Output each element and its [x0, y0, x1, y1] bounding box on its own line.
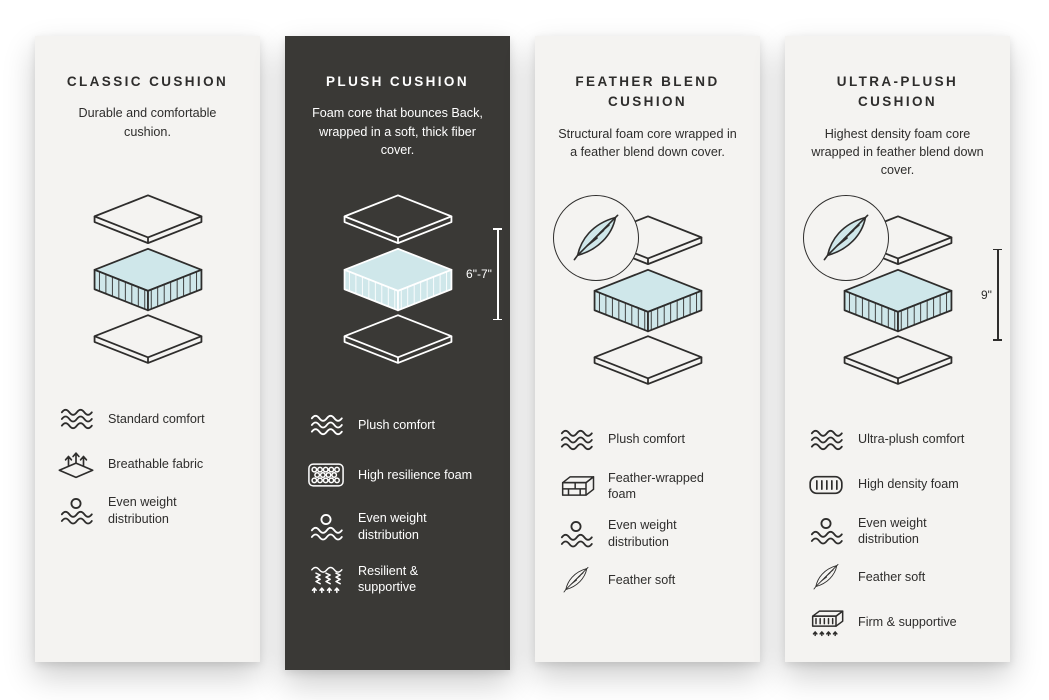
feather-badge	[552, 194, 639, 281]
feature-list: Standard comfort Breathable fabric Even …	[52, 404, 243, 527]
card-title: FEATHER BLEND CUSHION	[575, 74, 720, 110]
feature-label: Firm & supportive	[858, 615, 957, 630]
feather-icon	[819, 211, 873, 265]
card-title: CLASSIC CUSHION	[66, 74, 229, 89]
even-weight-icon	[56, 496, 96, 526]
card-title: ULTRA-PLUSH CUSHION	[836, 74, 959, 110]
feature-item: Even weight distribution	[556, 517, 739, 550]
foam-cells-icon	[306, 460, 346, 490]
feature-item: Plush comfort	[556, 425, 739, 455]
feature-item: Ultra-plush comfort	[806, 425, 989, 455]
feature-item: Plush comfort	[306, 410, 489, 440]
card-description: Durable and comfortable cushion.	[78, 106, 217, 139]
feature-label: Plush comfort	[608, 432, 685, 447]
bricks-icon	[556, 471, 596, 501]
feature-label: Even weight distribution	[108, 495, 177, 526]
feature-label: Plush comfort	[358, 418, 435, 433]
layered-cushion-graphic	[67, 184, 229, 367]
layered-cushion-graphic	[317, 184, 479, 367]
card-title: PLUSH CUSHION	[326, 74, 469, 89]
feature-item: Firm & supportive	[806, 607, 989, 637]
feature-label: High density foam	[858, 477, 959, 492]
feature-label: Breathable fabric	[108, 457, 204, 472]
card-description: Highest density foam core wrapped in fea…	[811, 126, 984, 178]
card-plush-cushion: PLUSH CUSHION Foam core that bounces Bac…	[285, 36, 510, 670]
feature-label: High resilience foam	[358, 468, 473, 483]
feature-list: Plush comfort Feather-wrapped foam Even …	[552, 425, 743, 595]
feature-label: Even weight distribution	[608, 518, 677, 549]
feature-item: Breathable fabric	[56, 449, 239, 479]
even-weight-icon	[556, 519, 596, 549]
feature-item: Even weight distribution	[56, 494, 239, 527]
springs-icon	[306, 564, 346, 594]
height-measure: 9"	[980, 248, 1002, 341]
card-description: Structural foam core wrapped in a feathe…	[558, 126, 737, 159]
feature-label: Even weight distribution	[358, 511, 427, 542]
firm-support-icon	[806, 607, 846, 637]
waves-icon	[806, 425, 846, 455]
feature-item: High density foam	[806, 470, 989, 500]
measure-value: 9"	[980, 287, 992, 302]
feather-icon	[806, 562, 846, 592]
foam-density-icon	[806, 470, 846, 500]
cushion-illustration	[552, 194, 737, 401]
cushion-illustration: 9"	[802, 194, 1002, 401]
feature-item: Even weight distribution	[806, 515, 989, 548]
feature-label: Feather-wrapped foam	[608, 470, 704, 501]
waves-icon	[556, 425, 596, 455]
card-ultra-plush-cushion: ULTRA-PLUSH CUSHION Highest density foam…	[785, 36, 1010, 662]
feature-item: Feather-wrapped foam	[556, 470, 739, 503]
measure-line	[993, 248, 1002, 341]
feature-item: Standard comfort	[56, 404, 239, 434]
feature-list: Ultra-plush comfort High density foam Ev…	[802, 425, 993, 638]
measure-value: 6"-7"	[466, 267, 492, 282]
feature-item: Resilient & supportive	[306, 563, 489, 596]
even-weight-icon	[806, 516, 846, 546]
feather-badge	[802, 194, 889, 281]
feather-icon	[569, 211, 623, 265]
measure-line	[493, 228, 502, 321]
feature-label: Even weight distribution	[858, 515, 927, 546]
feather-icon	[556, 565, 596, 595]
even-weight-icon	[306, 512, 346, 542]
feature-label: Resilient & supportive	[358, 563, 419, 595]
card-feather-blend-cushion: FEATHER BLEND CUSHION Structural foam co…	[535, 36, 760, 662]
feature-item: High resilience foam	[306, 460, 489, 490]
feature-label: Feather soft	[858, 570, 926, 585]
cushion-illustration: 6"-7"	[309, 184, 502, 380]
feature-item: Feather soft	[556, 565, 739, 595]
feature-item: Feather soft	[806, 562, 989, 592]
card-classic-cushion: CLASSIC CUSHION Durable and comfortable …	[35, 36, 260, 662]
cushion-cards-row: CLASSIC CUSHION Durable and comfortable …	[35, 36, 1010, 670]
waves-icon	[306, 410, 346, 440]
feature-label: Standard comfort	[108, 412, 205, 427]
waves-icon	[56, 404, 96, 434]
feature-label: Feather soft	[608, 572, 676, 587]
height-measure: 6"-7"	[466, 228, 502, 321]
cushion-illustration	[59, 184, 237, 380]
breathable-fabric-icon	[56, 449, 96, 479]
feature-list: Plush comfort High resilience foam Even …	[302, 410, 493, 595]
card-description: Foam core that bounces Back, wrapped in …	[312, 106, 483, 157]
feature-label: Ultra-plush comfort	[858, 432, 965, 447]
feature-item: Even weight distribution	[306, 510, 489, 543]
